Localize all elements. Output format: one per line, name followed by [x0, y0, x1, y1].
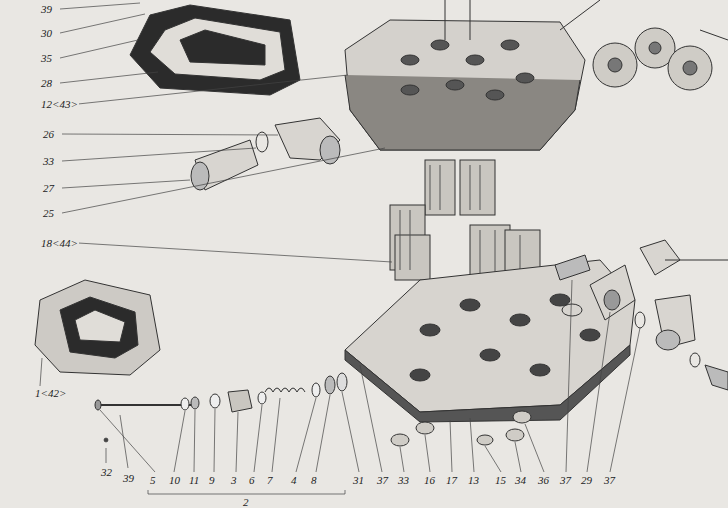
callout-number: 37 — [376, 474, 389, 486]
callout-number: 8 — [310, 474, 318, 486]
callout-number: 4 — [290, 474, 298, 486]
callout-number: 5 — [149, 474, 157, 486]
callout-number: 32 — [100, 466, 113, 478]
callout-number: 31 — [352, 474, 365, 486]
callout-number: 39 — [40, 3, 53, 15]
callout-number: 29 — [580, 474, 593, 486]
callout-number: 16 — [423, 474, 436, 486]
callout-number: 36 — [537, 474, 550, 486]
callout-number: 2 — [242, 496, 250, 508]
callout-number: 3 — [230, 474, 238, 486]
callout-number: 35 — [40, 52, 53, 64]
callout-number: 13 — [467, 474, 480, 486]
callout-number: 39 — [122, 472, 135, 484]
callout-number: 7 — [266, 474, 274, 486]
callout-number: 27 — [42, 182, 55, 194]
callout-number: 34 — [514, 474, 527, 486]
callout-number: 33 — [42, 155, 55, 167]
callout-number: 37 — [603, 474, 616, 486]
callout-number: 37 — [559, 474, 572, 486]
callout-number: 18<44> — [40, 237, 79, 249]
callout-number: 30 — [40, 27, 53, 39]
callout-number: 11 — [188, 474, 200, 486]
callout-number: 10 — [168, 474, 181, 486]
callout-number: 15 — [494, 474, 507, 486]
callout-number: 17 — [445, 474, 458, 486]
callout-number: 12<43> — [40, 98, 79, 110]
callout-number: 28 — [40, 77, 53, 89]
callout-number: 33 — [397, 474, 410, 486]
callout-number: 9 — [208, 474, 216, 486]
callout-number: 25 — [42, 207, 55, 219]
callout-number: 26 — [42, 128, 55, 140]
callout-number: 6 — [248, 474, 256, 486]
callout-number: 1<42> — [34, 387, 67, 399]
